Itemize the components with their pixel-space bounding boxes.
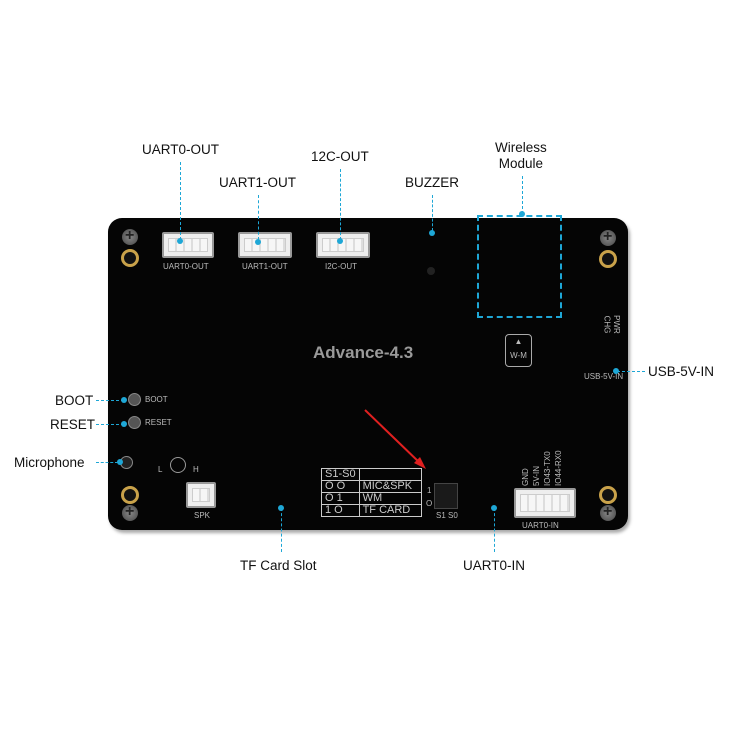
silk-uart1-out: UART1-OUT: [242, 262, 288, 271]
pin-rx: IO44-RX0: [554, 450, 563, 486]
uart0-in-connector: [514, 488, 576, 518]
leader-line: [96, 424, 124, 425]
leader-dot: [177, 238, 183, 244]
volume-knob-icon: [170, 457, 186, 473]
wireless-module-outline: [477, 215, 562, 318]
leader-dot: [121, 397, 127, 403]
silk-usb: USB-5V-IN: [584, 372, 624, 381]
label-tf-card: TF Card Slot: [240, 558, 317, 573]
silk-h: H: [193, 465, 199, 474]
buzzer-hole: [427, 267, 435, 275]
silk-uart0-in: UART0-IN: [522, 521, 559, 530]
board-title: Advance-4.3: [313, 343, 414, 362]
leader-line: [617, 371, 645, 372]
leader-line: [522, 176, 523, 214]
label-wireless-1: Wireless: [495, 140, 547, 155]
cell: O O: [321, 480, 360, 493]
label-microphone: Microphone: [14, 455, 85, 470]
label-uart0-in: UART0-IN: [463, 558, 526, 573]
leader-dot: [278, 505, 284, 511]
label-wireless-2: Module: [498, 156, 544, 171]
silk-pwr: PWR: [611, 315, 621, 334]
pin-gnd: GND: [521, 468, 530, 486]
leader-line: [96, 400, 124, 401]
leader-dot: [491, 505, 497, 511]
label-i2c-out: 12C-OUT: [311, 149, 369, 164]
cell: TF CARD: [358, 504, 422, 517]
label-boot: BOOT: [55, 393, 94, 408]
silk-wm: W-M: [510, 351, 527, 360]
red-arrow-icon: [364, 409, 426, 469]
label-uart1-out: UART1-OUT: [219, 175, 297, 190]
cell: O 1: [321, 492, 360, 505]
reset-button[interactable]: [128, 416, 141, 429]
silk-sw-0: O: [426, 499, 433, 508]
leader-dot: [121, 421, 127, 427]
standoff-icon: [121, 249, 139, 267]
leader-line: [258, 195, 259, 240]
silk-sw-1: 1: [427, 486, 432, 495]
pin-tx: IO43-TX0: [543, 451, 552, 486]
cell: S1-S0: [321, 468, 360, 481]
leader-dot: [519, 211, 525, 217]
silk-l: L: [158, 465, 163, 474]
leader-dot: [255, 239, 261, 245]
label-buzzer: BUZZER: [405, 175, 459, 190]
silk-chg: CHG: [602, 315, 612, 334]
silk-spk: SPK: [194, 511, 211, 520]
i2c-out-connector: [316, 232, 370, 258]
screw-icon: [600, 503, 616, 521]
leader-dot: [613, 368, 619, 374]
silk-uart0-out: UART0-OUT: [163, 262, 209, 271]
uart1-out-connector: [238, 232, 292, 258]
screw-icon: [122, 227, 138, 245]
standoff-icon: [599, 250, 617, 268]
leader-dot: [337, 238, 343, 244]
standoff-icon: [599, 486, 617, 504]
pin-5v: 5V-IN: [532, 465, 541, 486]
standoff-icon: [121, 486, 139, 504]
screw-icon: [600, 228, 616, 246]
silk-sw-s: S1 S0: [436, 511, 458, 520]
boot-button[interactable]: [128, 393, 141, 406]
triangle-up-icon: ▲: [514, 337, 523, 346]
spk-connector: [186, 482, 216, 508]
label-reset: RESET: [50, 417, 96, 432]
dip-switch[interactable]: [434, 483, 458, 509]
leader-line: [281, 508, 282, 552]
uart0-out-connector: [162, 232, 214, 258]
wm-button[interactable]: ▲ W-M: [505, 334, 532, 367]
cell: MIC&SPK: [358, 480, 422, 493]
leader-line: [180, 162, 181, 240]
leader-dot: [117, 459, 123, 465]
pin-labels: GND 5V-IN IO43-TX0 IO44-RX0: [520, 450, 564, 486]
leader-dot: [429, 230, 435, 236]
cell: WM: [358, 492, 422, 505]
leader-line: [96, 462, 118, 463]
silk-reset: RESET: [145, 418, 172, 427]
leader-line: [340, 169, 341, 240]
screw-icon: [122, 503, 138, 521]
leader-line: [494, 508, 495, 552]
cell: 1 O: [321, 504, 360, 517]
leader-line: [432, 195, 433, 231]
silk-boot: BOOT: [145, 395, 168, 404]
silk-i2c-out: I2C-OUT: [325, 262, 357, 271]
label-usb: USB-5V-IN: [648, 364, 715, 379]
label-uart0-out: UART0-OUT: [142, 142, 220, 157]
